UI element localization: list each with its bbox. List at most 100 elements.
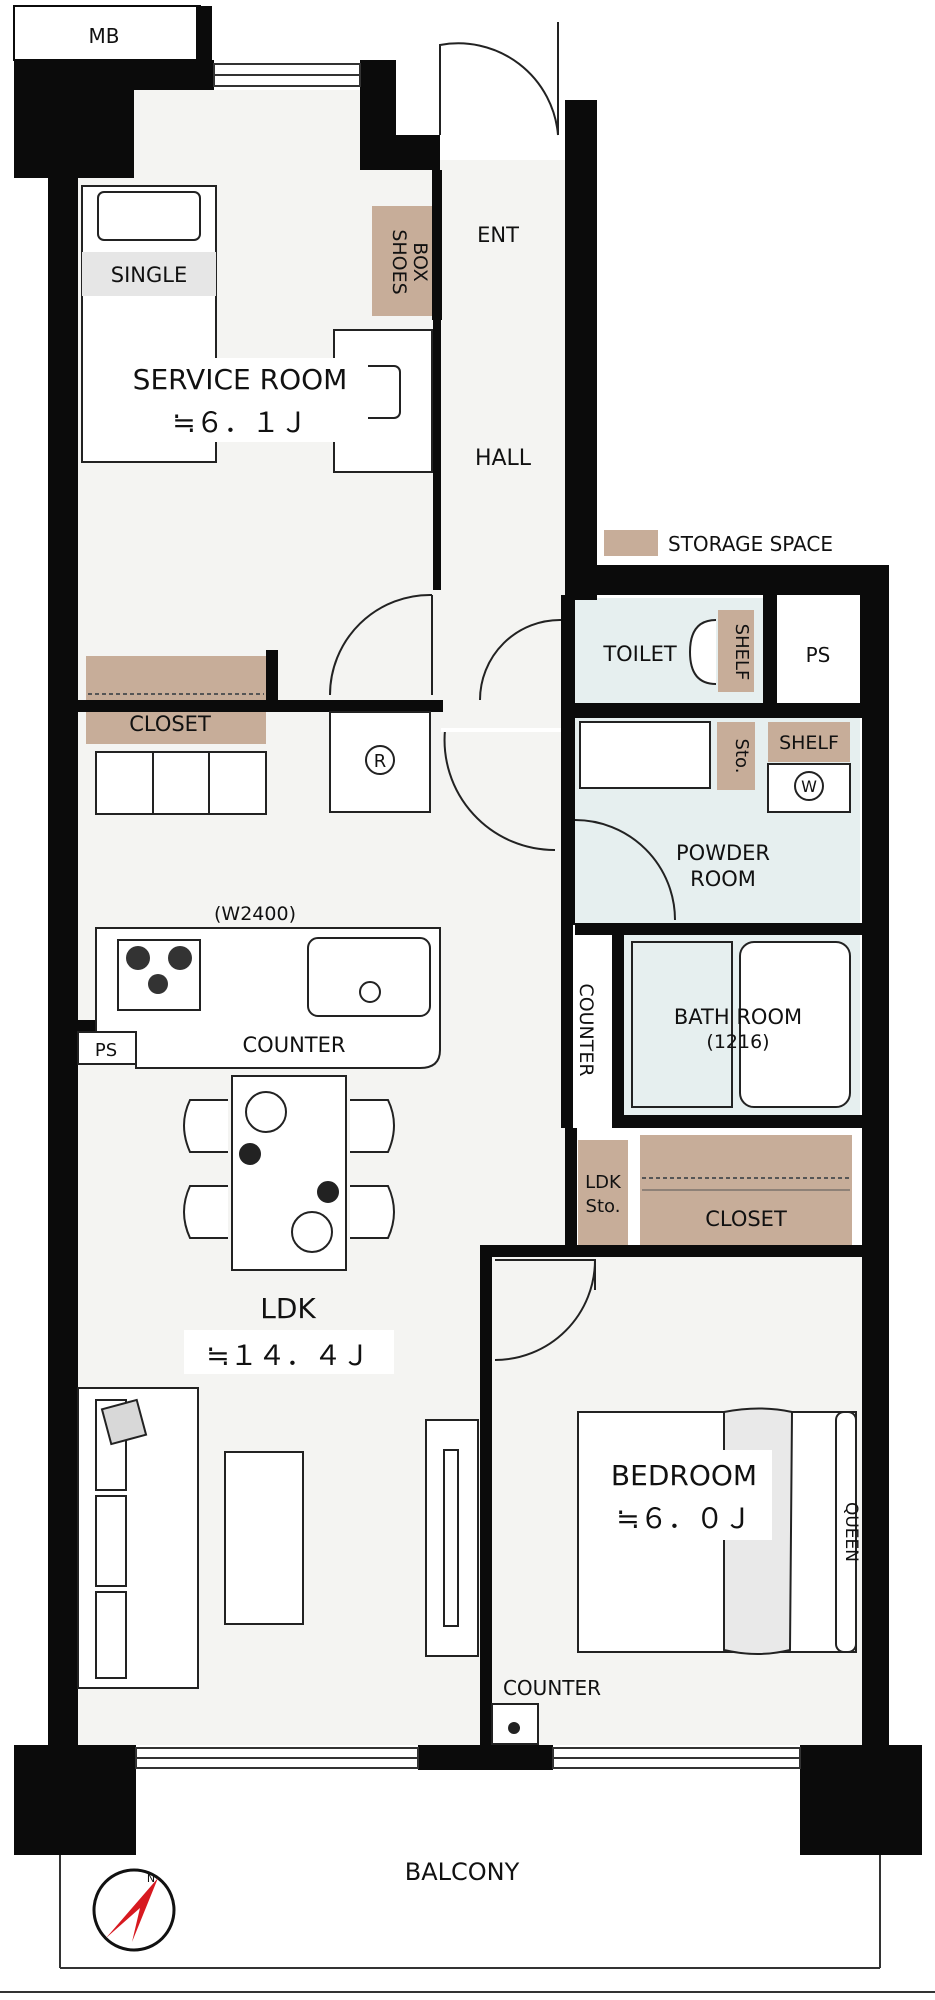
wall-mb-right — [196, 6, 212, 90]
coffee-table — [224, 1451, 304, 1625]
burner-1 — [126, 946, 150, 970]
windows — [135, 63, 801, 1769]
pillow-1 — [100, 1398, 148, 1446]
dining — [183, 1075, 395, 1271]
chair-left-bottom — [183, 1185, 228, 1239]
doors — [329, 22, 676, 1361]
toilet-label: TOILET — [602, 642, 677, 666]
wall-toilet-bottom — [575, 703, 865, 718]
plate-1 — [245, 1091, 287, 1133]
bath-wash-area — [631, 941, 733, 1108]
wall-counter-right — [561, 923, 573, 1128]
balcony-label: BALCONY — [405, 1858, 520, 1886]
wall-hall-toilet — [561, 595, 575, 925]
wall-right-outer — [862, 565, 889, 1750]
ldk-size-bg — [184, 1330, 394, 1374]
wall-ent-right — [565, 100, 597, 600]
bath-size-label: (1216) — [706, 1031, 769, 1053]
wall-bottom-left-block — [14, 1745, 136, 1855]
wall-bath-bottom — [612, 1115, 864, 1128]
wall-powder-bottom — [575, 923, 865, 935]
wall-hall-left — [433, 320, 441, 590]
hall-ldk-opening — [441, 728, 561, 732]
counter-bedroom-label: COUNTER — [503, 1676, 601, 1700]
tv — [443, 1449, 459, 1627]
wall-bath-left — [612, 923, 624, 1128]
service-room-size: ≒６．１Ｊ — [172, 406, 308, 439]
compass-arrow — [106, 1878, 158, 1942]
bedroom-label-bg — [596, 1450, 772, 1540]
ps-toilet-label: PS — [806, 643, 831, 667]
refrigerator-label: R — [374, 751, 387, 772]
chair-left-top — [183, 1099, 228, 1153]
ldk-label: LDK — [260, 1292, 316, 1325]
ldk-size: ≒１４．４Ｊ — [206, 1339, 370, 1372]
legend — [604, 530, 658, 556]
sofa-cushion-2 — [95, 1495, 127, 1587]
powder-room-label-1: POWDER — [676, 841, 770, 865]
toilet-icon — [688, 619, 717, 685]
ldk-sto-storage — [578, 1140, 628, 1245]
sofa-cushion-3 — [95, 1591, 127, 1679]
bedroom-size: ≒６．０Ｊ — [616, 1502, 752, 1535]
shoes-box-label-2: BOX — [409, 242, 431, 281]
refrigerator-icon — [365, 745, 395, 775]
washer-label: W — [801, 777, 817, 796]
sink-icon — [307, 937, 431, 1017]
hall-label: HALL — [475, 446, 532, 471]
wet-fixtures — [579, 619, 851, 1108]
wall-closet-bottom — [78, 700, 443, 712]
wall-bedroom-top — [480, 1245, 865, 1257]
wall-ldk-sto-left — [565, 1128, 577, 1248]
shoes-box-storage — [372, 206, 432, 316]
service-room-label-bg — [112, 358, 368, 442]
shoes-box-label-1: SHOES — [388, 229, 410, 294]
wall-bottom-right-block — [800, 1745, 922, 1855]
closet-service-label: CLOSET — [129, 712, 211, 736]
service-room-label: SERVICE ROOM — [133, 363, 348, 396]
fridge — [329, 711, 431, 813]
bathtub — [739, 941, 851, 1108]
chair-right-top — [350, 1099, 395, 1153]
toilet-door-swing — [479, 618, 562, 701]
wall-toilet-ps — [763, 595, 777, 718]
wall-ent-top — [360, 135, 440, 170]
mb-box — [13, 5, 201, 61]
single-bed-label-band — [82, 252, 216, 296]
toilet-shelf-storage — [718, 610, 754, 692]
powder-door-swing — [574, 819, 676, 921]
powder-room-label-2: ROOM — [690, 867, 756, 891]
queen-bed-headboard — [835, 1411, 857, 1653]
kitchen — [77, 927, 441, 1069]
sto-storage — [717, 722, 755, 790]
labels: MB ENT SHOES BOX HALL SINGLE SERVICE ROO… — [89, 24, 861, 1886]
single-bed-pillow — [97, 191, 201, 241]
hall-ldk-door-swing — [443, 729, 556, 852]
wall-service-hall — [432, 170, 442, 320]
entrance-label: ENT — [477, 223, 519, 247]
burner-3 — [148, 974, 168, 994]
shelf-powder-label: SHELF — [779, 732, 839, 754]
balcony — [0, 1855, 935, 1993]
bedroom-counter-lamp — [508, 1722, 520, 1734]
wall-left-outer — [48, 175, 78, 1750]
wall-bottom-mid — [418, 1745, 553, 1770]
walls — [14, 6, 922, 1855]
compass-icon — [92, 1868, 176, 1952]
legend-swatch — [604, 530, 658, 556]
queen-bed-label: QUEEN — [841, 1502, 861, 1562]
ps-kitchen-box — [77, 1031, 137, 1065]
shelf-powder-storage — [768, 722, 850, 762]
wall-ps-right — [860, 595, 865, 715]
entrance-door-swing — [439, 42, 559, 136]
living — [77, 1387, 479, 1689]
cabinets-under-closet — [95, 751, 267, 815]
wall-top-left-block — [14, 60, 134, 178]
north-label: N — [147, 1872, 155, 1885]
kitchen-width-label: (W2400) — [214, 903, 296, 925]
sto-label: Sto. — [731, 739, 752, 774]
ps-kitchen-label: PS — [95, 1040, 117, 1061]
ldk-sto-label-1: LDK — [585, 1172, 622, 1193]
wall-closet-right — [266, 650, 278, 712]
